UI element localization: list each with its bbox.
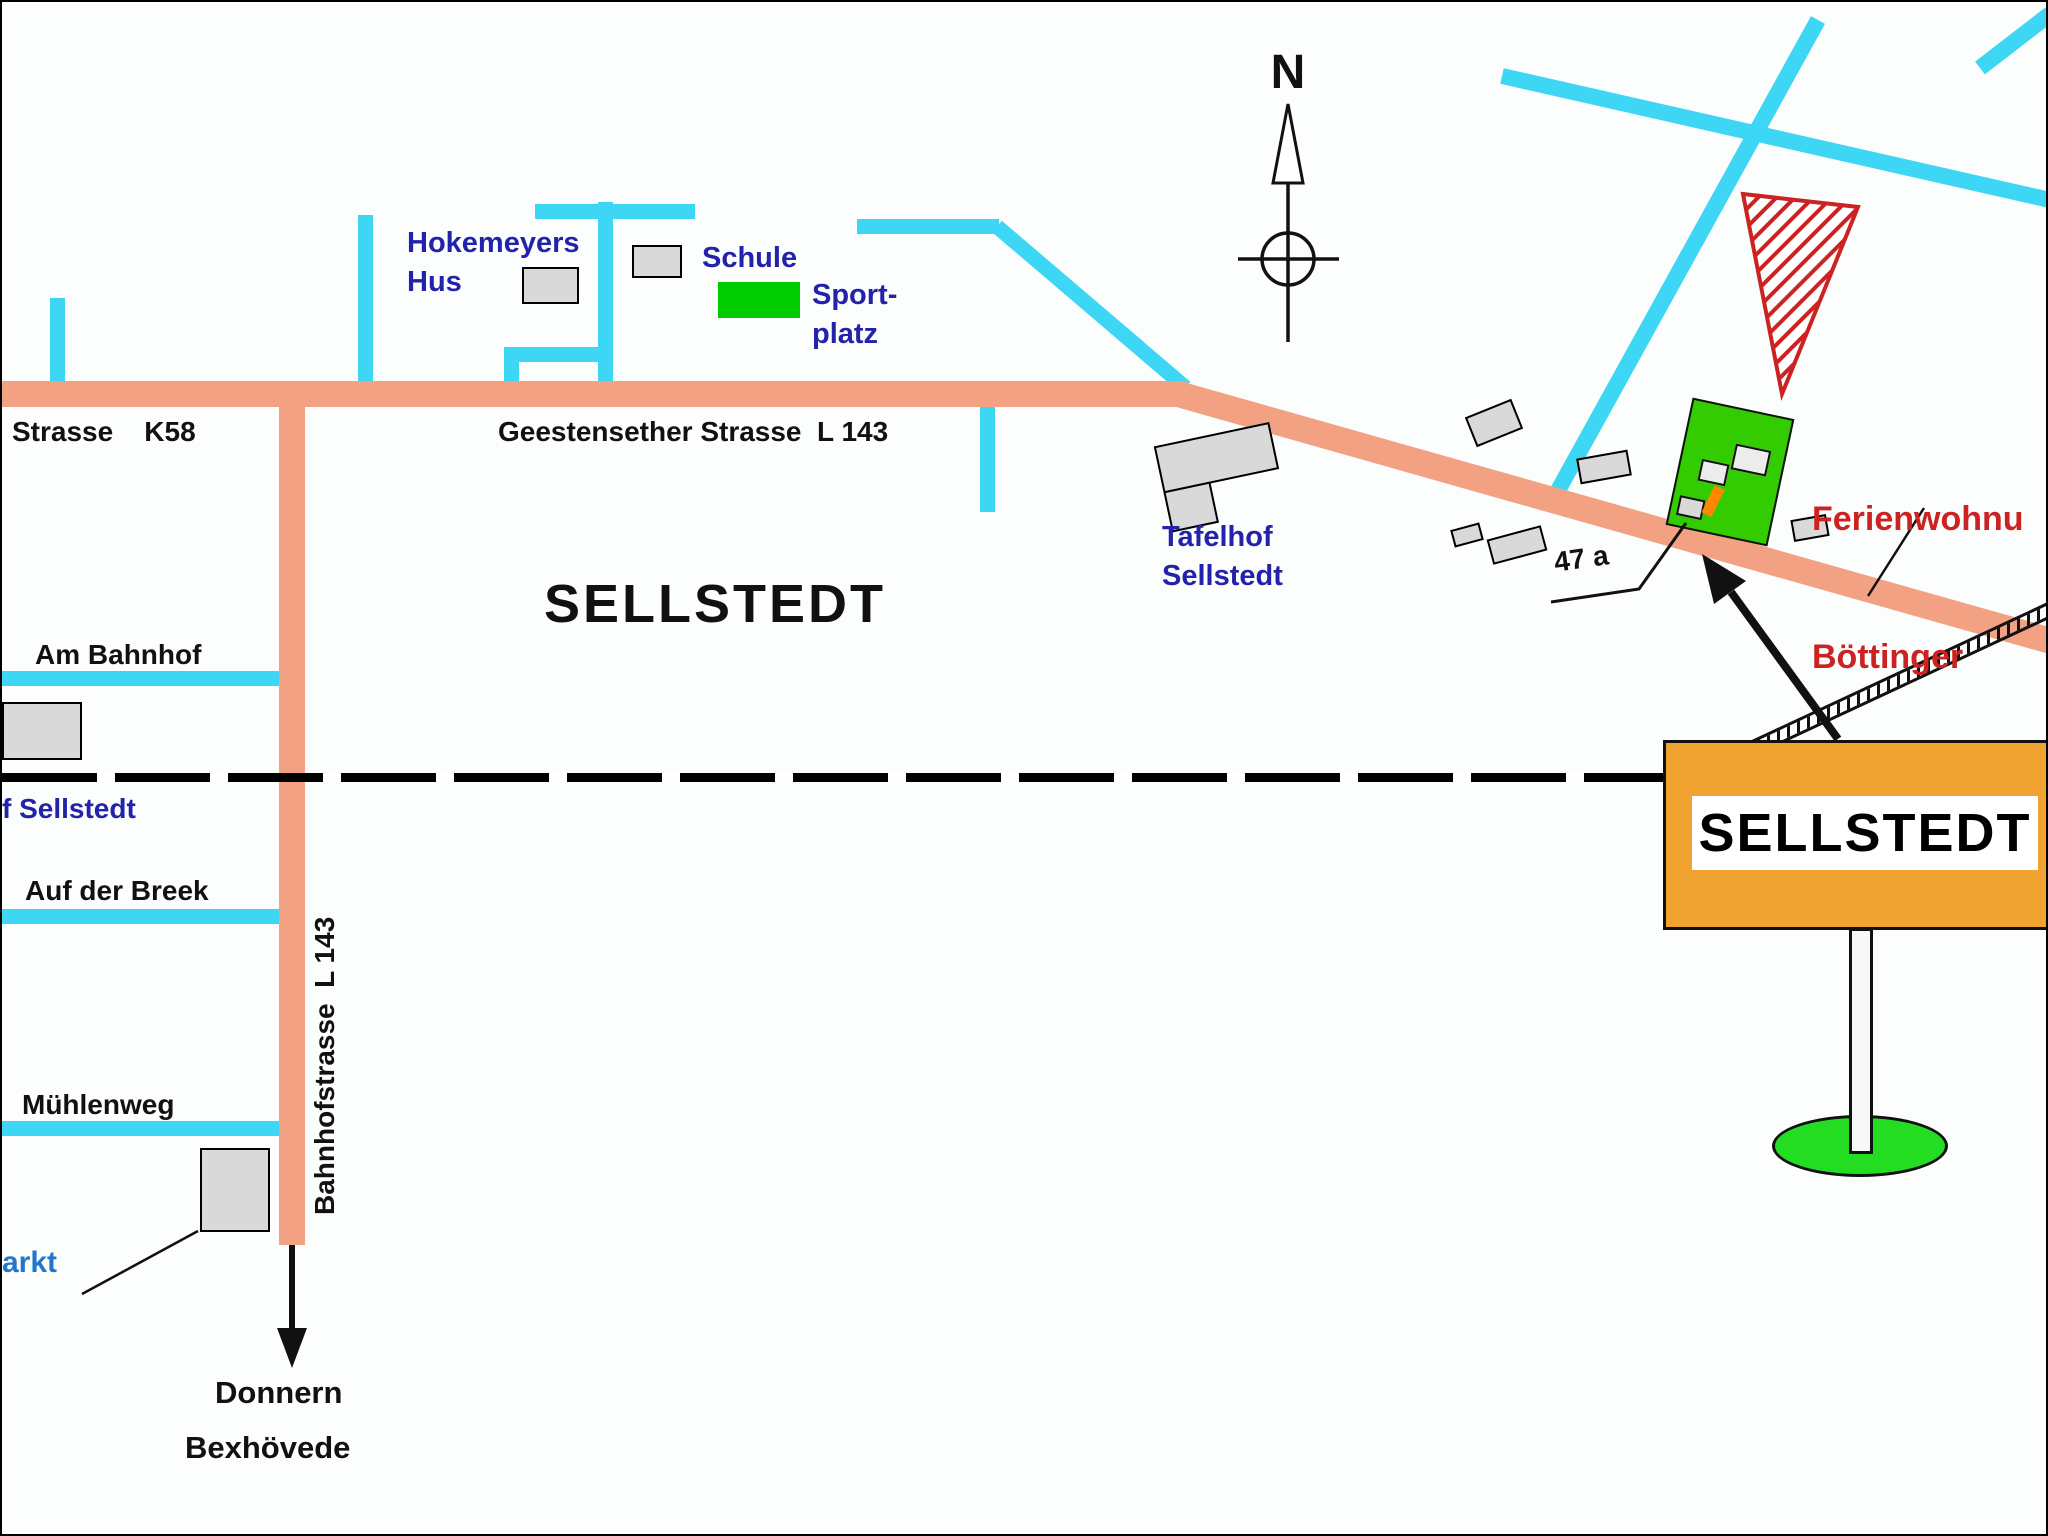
street-muehlenweg: [2, 1121, 283, 1136]
destination-label-line2: Böttinger: [1812, 638, 1964, 676]
place-label-schule: Schule: [702, 242, 798, 274]
property-building-3: [1675, 495, 1706, 521]
building-south-2: [1486, 525, 1548, 565]
place-label-markt-cutoff: arkt: [2, 1246, 58, 1279]
street-am-bahnhof: [2, 671, 283, 686]
schule-building: [632, 245, 682, 278]
house-number-label: 47 a: [1552, 539, 1611, 578]
building-north-2: [1576, 449, 1632, 485]
compass-rose: [1238, 103, 1339, 342]
railway-line: [2, 773, 1663, 782]
south-direction-line2: Bexhövede: [185, 1430, 351, 1465]
south-arrow: [277, 1245, 307, 1368]
compass-circle: [1260, 231, 1316, 287]
destination-label: Ferienwohnu Böttinger: [1812, 404, 2024, 772]
side-road-east-diagonal: [992, 220, 1191, 394]
south-direction-line1: Donnern: [215, 1375, 343, 1410]
markt-leader-line: [81, 1229, 199, 1296]
side-road-stub-topleft: [50, 298, 65, 394]
town-sign: SELLSTEDT: [1663, 740, 2046, 930]
side-road-hokemeyers-loop-h: [504, 347, 612, 362]
side-road-east-horizontal: [857, 219, 999, 234]
sportplatz-area: [718, 282, 800, 318]
street-auf-der-breek: [2, 909, 283, 924]
street-label-auf-der-breek: Auf der Breek: [25, 875, 209, 906]
road-label-bahnhofstrasse: Bahnhofstrasse L 143: [309, 916, 340, 1215]
street-label-muehlenweg: Mühlenweg: [22, 1089, 175, 1120]
destination-label-line1: Ferienwohnu: [1812, 500, 2024, 538]
road-label-k58: Strasse K58: [12, 416, 196, 447]
region-label-sellstedt: SELLSTEDT: [544, 574, 887, 634]
town-sign-post: [1849, 928, 1873, 1154]
compass-north-label: N: [1270, 46, 1306, 99]
side-road-diagonal-a: [1500, 68, 2046, 208]
place-label-tafelhof: Tafelhof Sellstedt: [1162, 521, 1283, 592]
property-building-2: [1697, 458, 1730, 487]
place-label-sportplatz: Sport- platz: [812, 279, 898, 350]
main-road-horizontal: [2, 381, 1188, 407]
markt-building: [200, 1148, 270, 1232]
destination-flag-triangle: [1740, 191, 1861, 401]
road-label-geestensether: Geestensether Strasse L 143: [498, 416, 889, 447]
side-road-top-horizontal: [535, 204, 695, 219]
property-area: [1665, 397, 1795, 547]
town-sign-panel: SELLSTEDT: [1692, 796, 2038, 870]
side-road-south-stub: [980, 394, 995, 512]
station-building: [2, 702, 82, 760]
place-label-hokemeyers: Hokemeyers Hus: [407, 227, 580, 298]
building-south-1: [1450, 522, 1484, 548]
building-north-1: [1464, 398, 1524, 448]
side-road-vertical-1: [358, 215, 373, 395]
main-road-vertical-bahnhofstrasse: [279, 381, 305, 1245]
street-label-am-bahnhof: Am Bahnhof: [35, 639, 202, 670]
town-sign-text: SELLSTEDT: [1698, 803, 2032, 863]
hokemeyers-building: [522, 267, 579, 304]
side-road-vertical-2: [598, 202, 613, 394]
compass-north-needle: [1271, 103, 1305, 185]
property-building-1: [1730, 443, 1772, 477]
side-road-diagonal-c: [1975, 7, 2046, 75]
place-label-bahnhof-cutoff: f Sellstedt: [2, 793, 136, 824]
tafelhof-building-wing-1: [1153, 421, 1280, 494]
